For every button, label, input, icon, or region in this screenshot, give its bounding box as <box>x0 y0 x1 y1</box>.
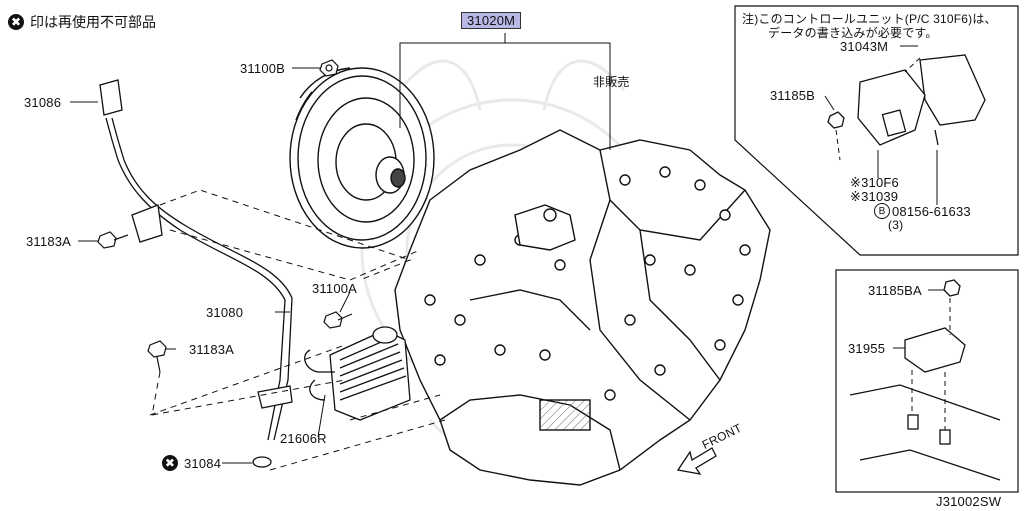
torque-converter-drawing <box>289 67 435 249</box>
leader-lines <box>70 33 611 464</box>
oil-level-gauge-drawing <box>99 79 293 468</box>
inset-control-unit-frame <box>734 5 1019 256</box>
part-label-310F6[interactable]: ※310F6 <box>850 175 899 190</box>
part-label-31183A-bottom[interactable]: 31183A <box>189 342 235 357</box>
inset1-dashed-lines <box>835 57 921 161</box>
transmission-case-drawing <box>394 129 771 486</box>
bolt-quantity: (3) <box>888 218 904 232</box>
part-label-31084[interactable]: 31084 <box>184 455 222 471</box>
non-reusable-mark-icon: ✖ <box>8 14 24 30</box>
part-label-31185B[interactable]: 31185B <box>770 88 816 103</box>
inset1-leader-lines <box>824 45 938 205</box>
part-label-31183A-top[interactable]: 31183A <box>26 234 72 249</box>
legend: ✖ 印は再使用不可部品 <box>8 12 156 32</box>
part-label-21606R[interactable]: 21606R <box>280 431 327 446</box>
control-unit-drawing <box>827 54 986 146</box>
sensor-drawing <box>849 279 1001 481</box>
inset2-lines <box>893 289 944 349</box>
part-label-31955[interactable]: 31955 <box>848 341 886 356</box>
part-label-31039[interactable]: ※31039 <box>850 189 899 204</box>
not-for-sale-label: 非販売 <box>593 75 630 89</box>
part-label-31043M[interactable]: 31043M <box>840 39 889 54</box>
non-reusable-mark-icon: ✖ <box>162 455 178 471</box>
note-line-1: 注)このコントロールユニット(P/C 310F6)は、 <box>742 12 997 26</box>
part-label-31080[interactable]: 31080 <box>206 305 244 320</box>
bolt-b-symbol-icon: B <box>874 203 890 219</box>
part-label-31185BA[interactable]: 31185BA <box>868 283 922 298</box>
note-line-2: データの書き込みが必要です。 <box>768 26 938 40</box>
bolt-part-group: B 08156-61633 <box>874 203 971 219</box>
inset2-dashed-lines <box>911 298 951 430</box>
oil-cooler-drawing <box>304 326 411 421</box>
front-arrow-icon <box>676 447 717 475</box>
part-label-31086[interactable]: 31086 <box>24 95 62 110</box>
legend-text: 印は再使用不可部品 <box>30 14 156 30</box>
part-label-08156-61633[interactable]: 08156-61633 <box>892 203 971 219</box>
part-label-31100A[interactable]: 31100A <box>312 281 358 296</box>
part-label-31084-group: ✖ 31084 <box>162 455 221 471</box>
part-label-31100B[interactable]: 31100B <box>240 61 286 76</box>
part-label-31020M[interactable]: 31020M <box>461 12 522 29</box>
inset-sensor-frame <box>835 269 1019 493</box>
diagram-code: J31002SW <box>936 494 1002 509</box>
dashed-assembly-lines <box>149 189 446 471</box>
bolt-drawings <box>97 59 353 373</box>
